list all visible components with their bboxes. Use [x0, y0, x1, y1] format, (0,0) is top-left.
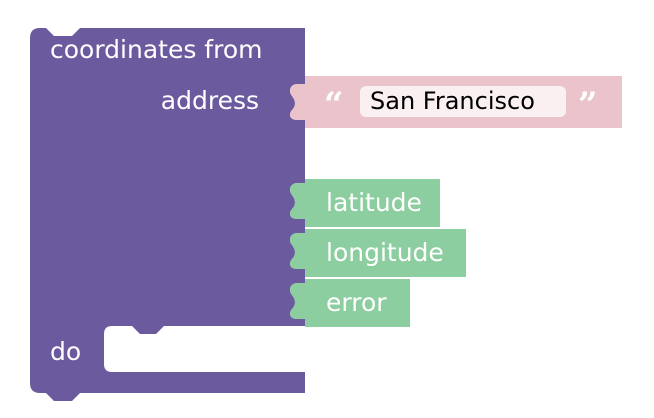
error-block[interactable]: [290, 279, 410, 327]
latitude-block[interactable]: [290, 179, 440, 227]
address-input-label: address: [160, 86, 259, 115]
longitude-block[interactable]: [290, 229, 466, 277]
coordinates-from-block[interactable]: [30, 28, 305, 401]
latitude-label: latitude: [326, 188, 422, 217]
close-quote-icon: ”: [578, 85, 598, 125]
open-quote-icon: “: [324, 85, 344, 125]
address-text-field[interactable]: San Francisco: [360, 86, 566, 117]
longitude-label: longitude: [326, 238, 444, 267]
do-statement-label: do: [50, 337, 82, 366]
error-label: error: [326, 288, 387, 317]
block-title: coordinates from: [50, 35, 263, 64]
